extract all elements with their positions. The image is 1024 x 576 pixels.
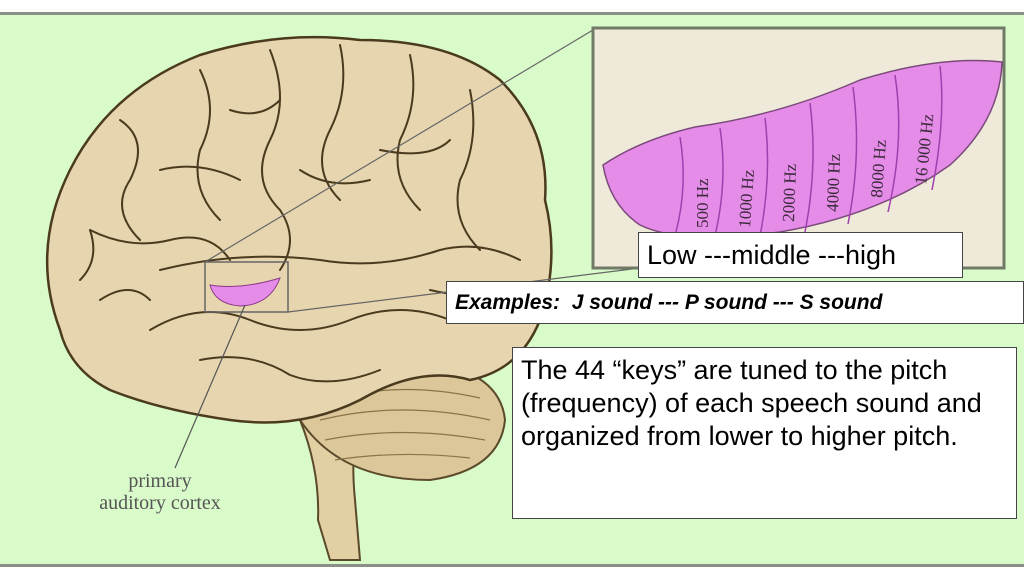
description-textbox: The 44 “keys” are tuned to the pitch (fr…	[512, 347, 1017, 519]
label-pointer	[174, 304, 246, 469]
cortex-zoom-frame	[204, 261, 289, 313]
cerebrum	[45, 35, 553, 424]
label-line-1: primary	[128, 470, 192, 492]
label-line-2: auditory cortex	[99, 492, 221, 514]
freq-label-4000: 4000 Hz	[823, 153, 844, 212]
primary-auditory-cortex-label: primary auditory cortex	[60, 470, 260, 514]
freq-label-8000: 8000 Hz	[867, 139, 890, 199]
freq-label-2000: 2000 Hz	[779, 163, 800, 222]
examples-label: Examples: J sound --- P sound --- S soun…	[446, 281, 1024, 324]
auditory-cortex-highlight	[209, 277, 281, 307]
pitch-scale-label: Low ---middle ---high	[638, 232, 963, 278]
freq-label-1000: 1000 Hz	[735, 169, 758, 229]
freq-label-500: 500 Hz	[693, 178, 712, 228]
